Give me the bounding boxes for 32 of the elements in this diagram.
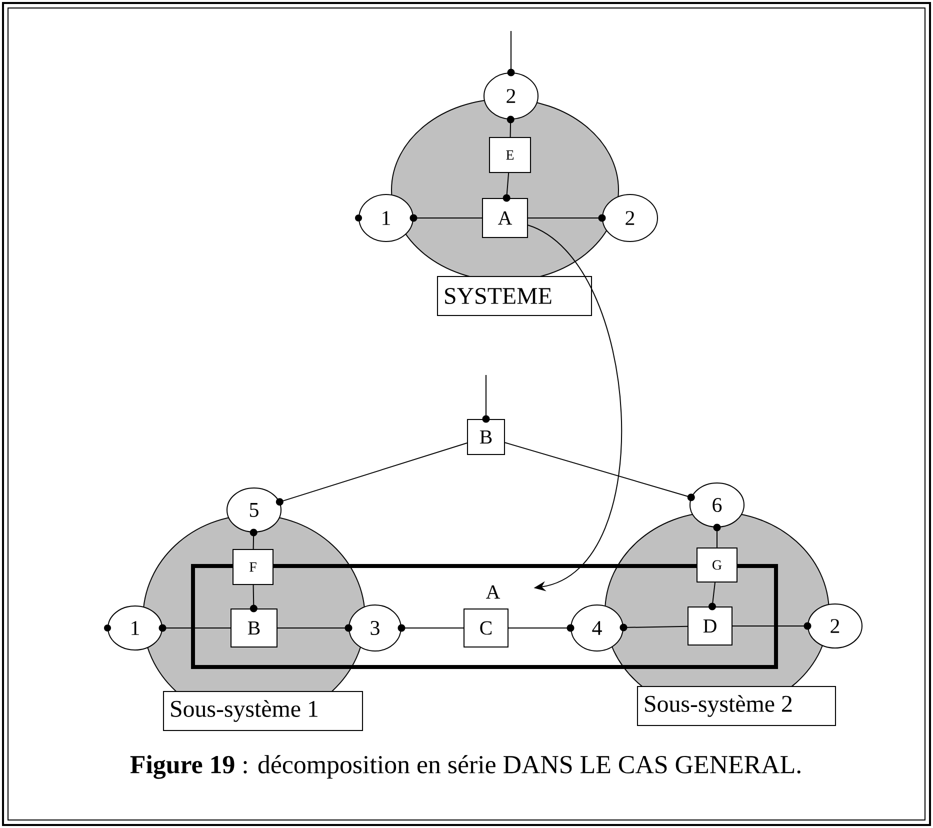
- connector-line: [506, 116, 514, 138]
- connector-line: [507, 30, 515, 76]
- subsystem-label: SYSTEME: [437, 276, 592, 316]
- function-box: B: [230, 608, 278, 648]
- connector-line: [713, 524, 721, 548]
- function-box: D: [688, 606, 732, 646]
- connector-line: [732, 622, 812, 630]
- connector-line: [398, 624, 464, 632]
- function-box: F: [232, 549, 274, 585]
- figure-caption: Figure 19 : décomposition en série DANS LE CAS GENERAL.: [130, 755, 800, 779]
- subsystem-label: Sous-système 1: [163, 691, 363, 731]
- connector-line: [528, 214, 606, 222]
- frame-label: A: [486, 585, 500, 599]
- connector-line: [250, 584, 258, 612]
- connector-line: [502, 172, 510, 202]
- function-box: E: [489, 137, 531, 173]
- function-box: A: [482, 198, 528, 238]
- connector-line: [508, 624, 574, 632]
- subsystem-label: Sous-système 2: [637, 686, 836, 726]
- connector-line: [708, 582, 716, 610]
- function-box: C: [464, 608, 508, 648]
- function-box: B: [467, 419, 505, 455]
- connector-line: [250, 528, 258, 550]
- function-box: G: [696, 548, 738, 582]
- connector-line: [276, 442, 468, 506]
- connector-line: [277, 624, 352, 632]
- curved-arrow: [528, 224, 622, 592]
- connector-line: [158, 624, 231, 632]
- connector-line: [620, 624, 688, 632]
- connector-line: [482, 374, 490, 423]
- connector-line: [410, 214, 482, 222]
- connector-line: [504, 442, 695, 502]
